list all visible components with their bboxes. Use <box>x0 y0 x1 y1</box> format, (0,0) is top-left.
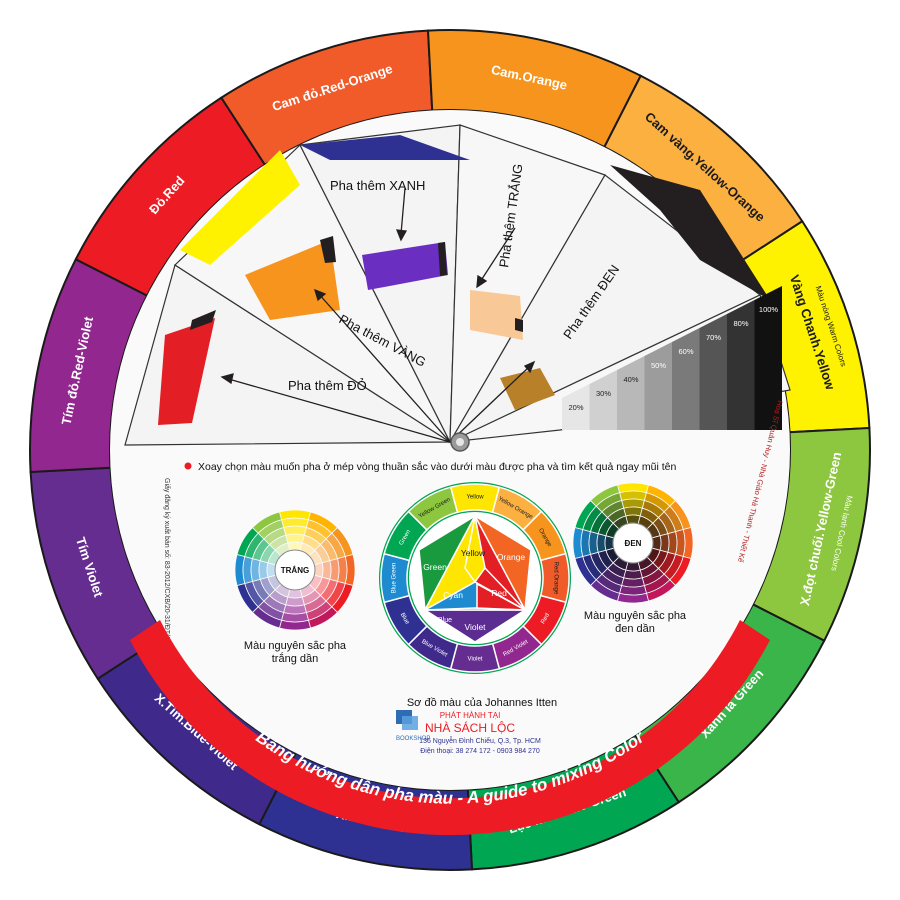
swatch-marker <box>515 318 523 332</box>
registration-text: Giấy đăng ký xuất bản số: 83-2012/CXB/20… <box>163 478 172 648</box>
itten-ring-label: Blue Green <box>392 563 398 593</box>
gray-step-label: 40% <box>623 375 638 384</box>
tint-cell <box>287 541 303 552</box>
mix-label-red: Pha thêm ĐỎ <box>288 378 367 393</box>
publisher-name: NHÀ SÁCH LỘC <box>425 720 515 735</box>
mixing-swatches <box>158 236 555 425</box>
publisher-phone: Điện thoại: 38 274 172 - 0903 984 270 <box>420 748 540 755</box>
mix-arrows <box>220 187 536 443</box>
orange-swatch <box>245 240 340 320</box>
itten-center-label: Violet <box>464 622 486 632</box>
swatch-marker <box>438 242 447 276</box>
fan-pivot[interactable] <box>450 432 470 452</box>
publisher-label: PHÁT HÀNH TẠI <box>440 711 501 720</box>
black-mix-wheel <box>572 482 694 604</box>
white-wheel-caption-box: Màu nguyên sắc pha trắng dần <box>243 640 347 665</box>
gray-step-label: 70% <box>706 333 721 342</box>
itten-ring-label: Blue <box>399 612 411 626</box>
gray-step: 20% <box>562 384 590 430</box>
tint-cell <box>625 561 641 572</box>
swatch-marker <box>190 310 216 330</box>
tint-cell <box>313 562 324 578</box>
gray-step-label: 20% <box>568 403 583 412</box>
gray-step: 70% <box>699 314 727 430</box>
blue-strip <box>300 135 470 160</box>
gray-step: 100% <box>754 286 782 430</box>
tint-cell <box>651 535 662 551</box>
publisher-address: 136 Nguyễn Đình Chiểu, Q.3, Tp. HCM <box>419 736 541 745</box>
purple-swatch <box>362 242 448 290</box>
mix-label-blue: Pha thêm XANH <box>330 178 425 193</box>
tint-cell <box>287 588 303 599</box>
itten-ring-label: Violet <box>468 657 483 663</box>
gray-step: 60% <box>672 328 700 430</box>
bullet-icon <box>184 462 192 470</box>
gray-step-label: 60% <box>678 347 693 356</box>
itten-ring-label: Red Orange <box>552 562 558 595</box>
tint-cell <box>625 514 641 525</box>
ring-segment[interactable]: Cam đỏ.Red-Orange <box>219 29 434 167</box>
instruction-text: Xoay chọn màu muốn pha ở mép vòng thuần … <box>198 460 676 473</box>
wheel-center <box>274 549 316 591</box>
white-mix-wheel <box>234 509 356 631</box>
publisher: BOOKSHOP PHÁT HÀNH TẠI NHÀ SÁCH LỘC 136 … <box>396 710 541 755</box>
itten-center-label: Green <box>423 562 447 572</box>
swatch-marker <box>320 236 336 263</box>
black-wheel-caption: Màu nguyên sắc pha đen dần <box>583 610 687 635</box>
peach-swatch <box>470 290 523 340</box>
gray-step: 80% <box>727 300 755 430</box>
itten-center-label: Yellow <box>461 548 486 558</box>
itten-center-label: Blue <box>438 617 452 624</box>
itten-ring-label: Red <box>540 613 551 626</box>
gray-step-label: 50% <box>651 361 666 370</box>
gray-step-label: 30% <box>596 389 611 398</box>
white-wheel-center-label: TRẮNG <box>281 566 309 575</box>
itten-ring-segment: Yellow Orange <box>491 486 543 531</box>
gray-step-label: 80% <box>733 319 748 328</box>
red-swatch <box>158 318 215 425</box>
itten-ring-segment: Yellow Green <box>407 486 459 531</box>
gray-scale: 20% 30% 40% 50% 60% 70% 80% 100% <box>562 286 782 430</box>
wheel-center <box>612 522 654 564</box>
itten-ring-segment: Blue Green <box>380 552 411 604</box>
brown-swatch <box>500 368 555 410</box>
itten-ring-segment: Red Orange <box>539 552 570 604</box>
gray-step-label: 100% <box>759 305 779 314</box>
black-wheel-center-label: ĐEN <box>625 539 642 548</box>
itten-center-label: Cyan <box>443 590 463 600</box>
tint-cell <box>604 535 615 551</box>
itten-center-label: Red <box>491 588 507 598</box>
tint-cell <box>266 562 277 578</box>
yellow-strip <box>180 150 300 265</box>
bookshop-logo-text: BOOKSHOP <box>396 736 430 742</box>
itten-red-b <box>476 582 526 611</box>
white-wheel-caption: Màu nguyên sắc pha trắng dần <box>243 640 347 665</box>
ring-segment[interactable]: Tím đỏ.Red-Violet <box>29 257 149 474</box>
itten-ring-segment: Violet <box>449 642 501 673</box>
gray-step: 40% <box>617 356 645 430</box>
ring-segment[interactable]: X.đọt chuối.Yellow-Green <box>751 426 871 643</box>
itten-ring-label: Yellow <box>466 495 484 501</box>
itten-caption: Sơ đồ màu của Johannes Itten <box>407 697 557 709</box>
itten-ring-segment: Yellow <box>449 483 501 514</box>
black-strip <box>610 165 770 300</box>
gray-step: 30% <box>589 370 617 430</box>
itten-center-label: Orange <box>497 552 526 562</box>
gray-step: 50% <box>644 342 672 430</box>
black-wheel-caption-box: Màu nguyên sắc pha đen dần <box>583 610 687 635</box>
ring-segment[interactable]: Vàng Chanh.Yellow <box>733 219 871 434</box>
